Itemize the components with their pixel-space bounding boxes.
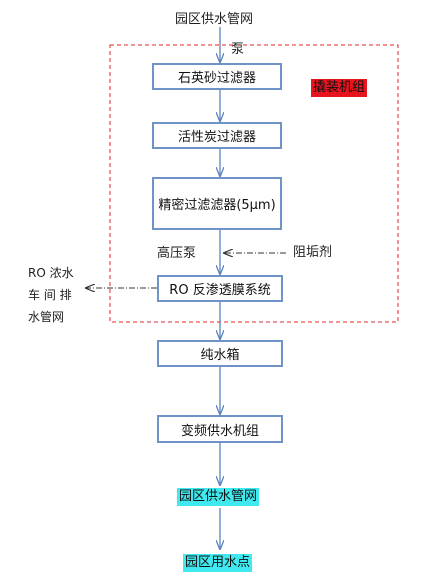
- source-label: 园区供水管网: [175, 12, 254, 27]
- precision-filter: 精密过滤滤器(5μm): [152, 177, 282, 230]
- pure-water-tank: 纯水箱: [157, 340, 283, 367]
- quartz-sand-filter: 石英砂过滤器: [152, 63, 282, 90]
- skid-frame: [109, 44, 399, 323]
- skid-label: 撬装机组: [311, 79, 368, 97]
- precision-filter-label: 精密过滤滤器(5μm): [158, 198, 276, 213]
- park-supply-network: 园区供水管网: [177, 488, 260, 506]
- quartz-sand-filter-label: 石英砂过滤器: [177, 71, 256, 86]
- ro-membrane-system: RO 反渗透膜系统: [157, 275, 283, 302]
- concentrate-line-2: 车 间 排: [28, 288, 72, 302]
- activated-carbon-filter: 活性炭过滤器: [152, 122, 282, 149]
- concentrate-line-3: 水管网: [28, 310, 65, 324]
- ro-membrane-system-label: RO 反渗透膜系统: [169, 283, 271, 298]
- pump-label: 泵: [231, 42, 245, 57]
- activated-carbon-filter-label: 活性炭过滤器: [177, 130, 256, 145]
- antiscalant-label: 阻垢剂: [293, 245, 333, 260]
- vf-water-supply-unit-label: 变频供水机组: [180, 423, 259, 439]
- concentrate-line-1: RO 浓水: [28, 266, 74, 280]
- high-pressure-pump-label: 高压泵: [157, 246, 197, 261]
- vf-water-supply-unit: 变频供水机组: [157, 415, 283, 443]
- park-water-use-point: 园区用水点: [183, 554, 253, 572]
- pure-water-tank-label: 纯水箱: [200, 348, 240, 363]
